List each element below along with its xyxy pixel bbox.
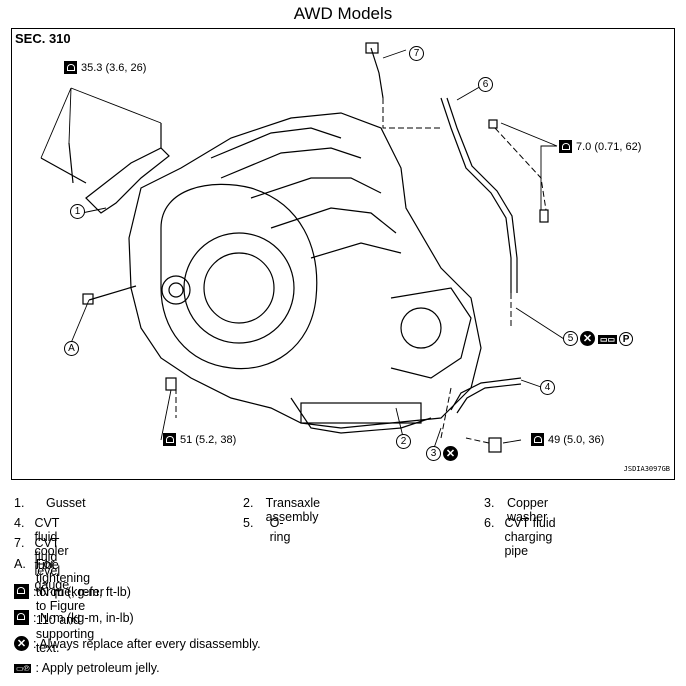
petroleum-jelly-icon: ▭▭ P	[598, 332, 634, 346]
torque-label-3: 51 (5.2, 38)	[163, 433, 236, 446]
torque-in-lb-icon	[14, 610, 29, 625]
legend-item: 5. O-ring	[243, 516, 291, 544]
transaxle-drawing	[40, 42, 565, 453]
callout-7: 7	[409, 46, 424, 61]
legend-item: 7. CVT fluid level gauge	[14, 536, 70, 592]
torque-ft-lb-icon	[64, 61, 77, 74]
torque-label-1: 35.3 (3.6, 26)	[64, 61, 146, 74]
torque-value: 7.0 (0.71, 62)	[576, 140, 642, 153]
torque-in-lb-icon	[559, 140, 572, 153]
callout-2: 2	[396, 434, 411, 449]
torque-ft-lb-icon	[531, 433, 544, 446]
legend-item: 1. Gusset	[14, 496, 86, 510]
torque-value: 49 (5.0, 36)	[548, 433, 605, 446]
figure-code: JSDIA3097GB	[623, 465, 670, 473]
legend-item: 2. Transaxle assembly	[243, 496, 321, 524]
key-ft-lb: : N·m (kg-m, ft-lb)	[14, 584, 131, 599]
key-replace: ✕ : Always replace after every disassemb…	[14, 636, 261, 651]
callout-3: 3	[426, 446, 441, 461]
replace-icon: ✕	[14, 636, 29, 651]
torque-label-4: 49 (5.0, 36)	[531, 433, 604, 446]
legend-item: 6. CVT fluid charging pipe	[484, 516, 556, 558]
replace-icon: ✕	[443, 446, 458, 461]
callout-1: 1	[70, 204, 85, 219]
diagram-frame	[11, 28, 675, 480]
callout-5: 5	[563, 331, 578, 346]
torque-ft-lb-icon	[163, 433, 176, 446]
legend-item: 4. CVT fluid cooler tube	[14, 516, 69, 572]
torque-label-2: 7.0 (0.71, 62)	[559, 140, 641, 153]
torque-ft-lb-icon	[14, 584, 29, 599]
key-petroleum: ▭℗ : Apply petroleum jelly.	[14, 661, 160, 675]
key-in-lb: : N·m (kg-m, in-lb)	[14, 610, 134, 625]
section-label: SEC. 310	[15, 31, 71, 46]
pj-p-badge: P	[619, 332, 634, 346]
callout-4: 4	[540, 380, 555, 395]
callout-a: A	[64, 341, 79, 356]
legend-item: 3. Copper washer	[484, 496, 548, 524]
torque-value: 51 (5.2, 38)	[180, 433, 237, 446]
note-a: A. For tightening torque, refer to Figur…	[14, 557, 104, 655]
callout-6: 6	[478, 77, 493, 92]
torque-value: 35.3 (3.6, 26)	[81, 61, 147, 74]
replace-icon: ✕	[580, 331, 595, 346]
petroleum-jelly-icon: ▭℗	[14, 663, 32, 673]
figure-title: AWD Models	[293, 4, 393, 23]
